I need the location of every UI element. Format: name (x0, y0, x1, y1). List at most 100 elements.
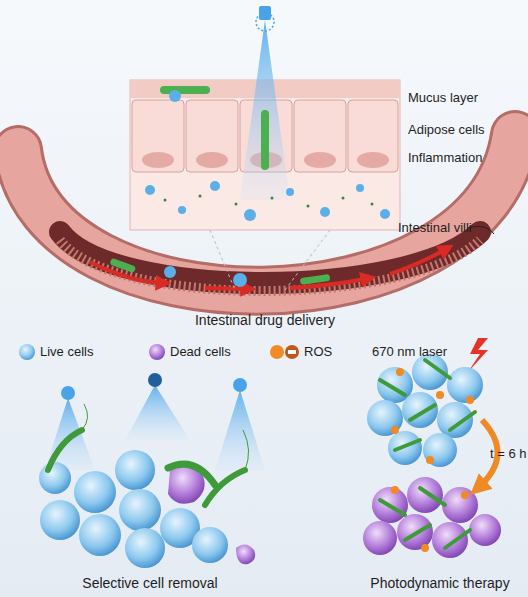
cell (348, 100, 398, 172)
microrobot (261, 110, 269, 170)
dead-cell (442, 487, 478, 523)
light-beam (125, 385, 190, 440)
particle (199, 195, 202, 198)
nucleus (142, 152, 174, 168)
ros-particles (391, 368, 474, 552)
dead-cell (363, 521, 397, 555)
microrobot (380, 500, 405, 515)
particles (164, 195, 374, 208)
inflammation-cell (380, 209, 390, 219)
light-beam (240, 20, 290, 200)
drug-cluster (233, 273, 247, 287)
microrobot (300, 274, 331, 285)
tissue-inset (130, 20, 400, 230)
live-cell (40, 500, 80, 540)
microrobot (405, 525, 430, 540)
flow-arrow (390, 248, 448, 274)
label-text: Inflammation (408, 150, 482, 166)
live-cell (74, 471, 116, 513)
particle (342, 197, 345, 200)
legend-entry: Dead cells (170, 344, 231, 360)
ros (426, 456, 434, 464)
legend-entry: ROS (304, 344, 332, 360)
inflammation-cells (145, 181, 390, 221)
drug-cluster (164, 266, 176, 278)
live-cell-cluster (367, 354, 483, 467)
light-source (256, 6, 274, 31)
ros (421, 544, 429, 552)
ros (436, 391, 444, 399)
nucleus (196, 152, 228, 168)
flagellum (82, 404, 88, 430)
light-source (259, 6, 271, 20)
ros (466, 396, 474, 404)
legend-text: Live cells (40, 344, 93, 359)
microrobot (160, 86, 210, 94)
nucleus (304, 152, 336, 168)
intestinal-villi (60, 240, 480, 291)
light-source (148, 373, 162, 387)
light-source (233, 378, 247, 392)
ros (391, 426, 399, 434)
live-cell-sample (19, 344, 35, 360)
dead-cell-sample (149, 344, 165, 360)
live-cell (119, 489, 161, 531)
microrobot (109, 258, 136, 273)
microrobot (425, 360, 450, 378)
microrobot (420, 488, 445, 505)
light-source (256, 13, 274, 31)
particle (307, 205, 310, 208)
cell (294, 100, 346, 172)
live-cell (192, 527, 228, 563)
inflammation-cell (210, 181, 220, 191)
dead-cell (469, 514, 501, 546)
microrobot (48, 430, 82, 470)
legend-entry: Live cells (40, 344, 93, 360)
ros (391, 486, 399, 494)
flow-arrow (205, 288, 250, 289)
zoom-line (210, 230, 235, 290)
inflammation-cell (145, 185, 155, 195)
legend-text: Dead cells (170, 344, 231, 359)
inflammation-cell (244, 209, 256, 221)
microrobot (450, 412, 475, 430)
live-cell (79, 514, 121, 556)
leader-line (468, 226, 494, 234)
live-cell-cluster (39, 450, 228, 568)
light-source (61, 386, 75, 400)
live-cell (447, 367, 483, 403)
flagellum (243, 430, 249, 470)
legend-text: ROS (304, 344, 332, 359)
microrobot (168, 464, 215, 485)
live-cell (402, 392, 438, 428)
particle (164, 199, 167, 202)
intestine-lumen (60, 232, 480, 283)
label-text: Intestinal villi (398, 220, 472, 236)
inflammation-cell (320, 207, 330, 217)
particle (271, 197, 274, 200)
microrobots (380, 360, 475, 548)
label-text: t = 6 h (490, 446, 527, 462)
label-text: Photodynamic therapy (340, 575, 528, 591)
live-cell (388, 431, 422, 465)
inflammation-cell (178, 206, 186, 214)
drug-cluster (169, 90, 181, 102)
live-cell (39, 462, 71, 494)
label-text: Selective cell removal (40, 575, 260, 591)
dead-cell (407, 477, 443, 513)
ros (396, 368, 404, 376)
cell (186, 100, 238, 172)
zoom-line (285, 230, 330, 290)
microrobot (445, 530, 470, 548)
microrobot (380, 380, 405, 395)
dead-cell (372, 487, 408, 523)
beams (45, 373, 265, 470)
particle (235, 203, 238, 206)
ros (461, 491, 469, 499)
particle (371, 203, 374, 206)
live-cell (437, 402, 473, 438)
dead-cell (236, 544, 255, 564)
inflammation-cell (356, 184, 364, 192)
